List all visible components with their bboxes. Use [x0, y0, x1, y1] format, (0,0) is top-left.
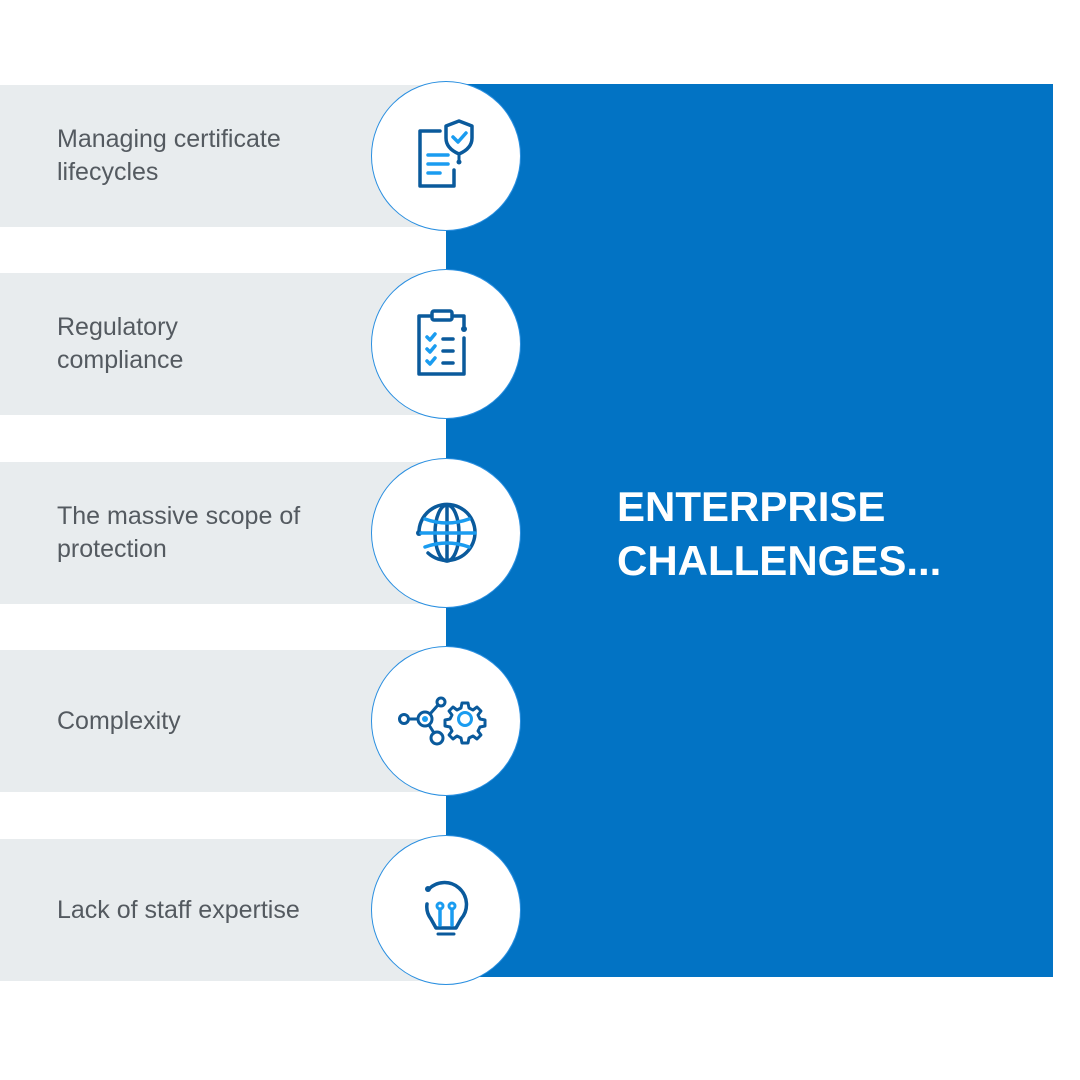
network-gear-icon	[371, 646, 521, 796]
title-line-1: ENTERPRISE	[617, 483, 886, 530]
challenge-label: The massive scope of protection	[57, 502, 301, 563]
globe-icon	[371, 458, 521, 608]
lightbulb-icon	[371, 835, 521, 985]
page-title: ENTERPRISE CHALLENGES...	[617, 480, 941, 588]
challenge-label: Managing certificate lifecycles	[57, 125, 281, 186]
challenge-label: Lack of staff expertise	[57, 895, 300, 924]
certificate-shield-icon	[371, 81, 521, 231]
clipboard-checklist-icon	[371, 269, 521, 419]
title-line-2: CHALLENGES...	[617, 537, 942, 584]
challenge-label: Complexity	[57, 706, 181, 735]
challenge-label: Regulatory compliance	[57, 313, 184, 374]
title-panel	[446, 84, 1053, 977]
